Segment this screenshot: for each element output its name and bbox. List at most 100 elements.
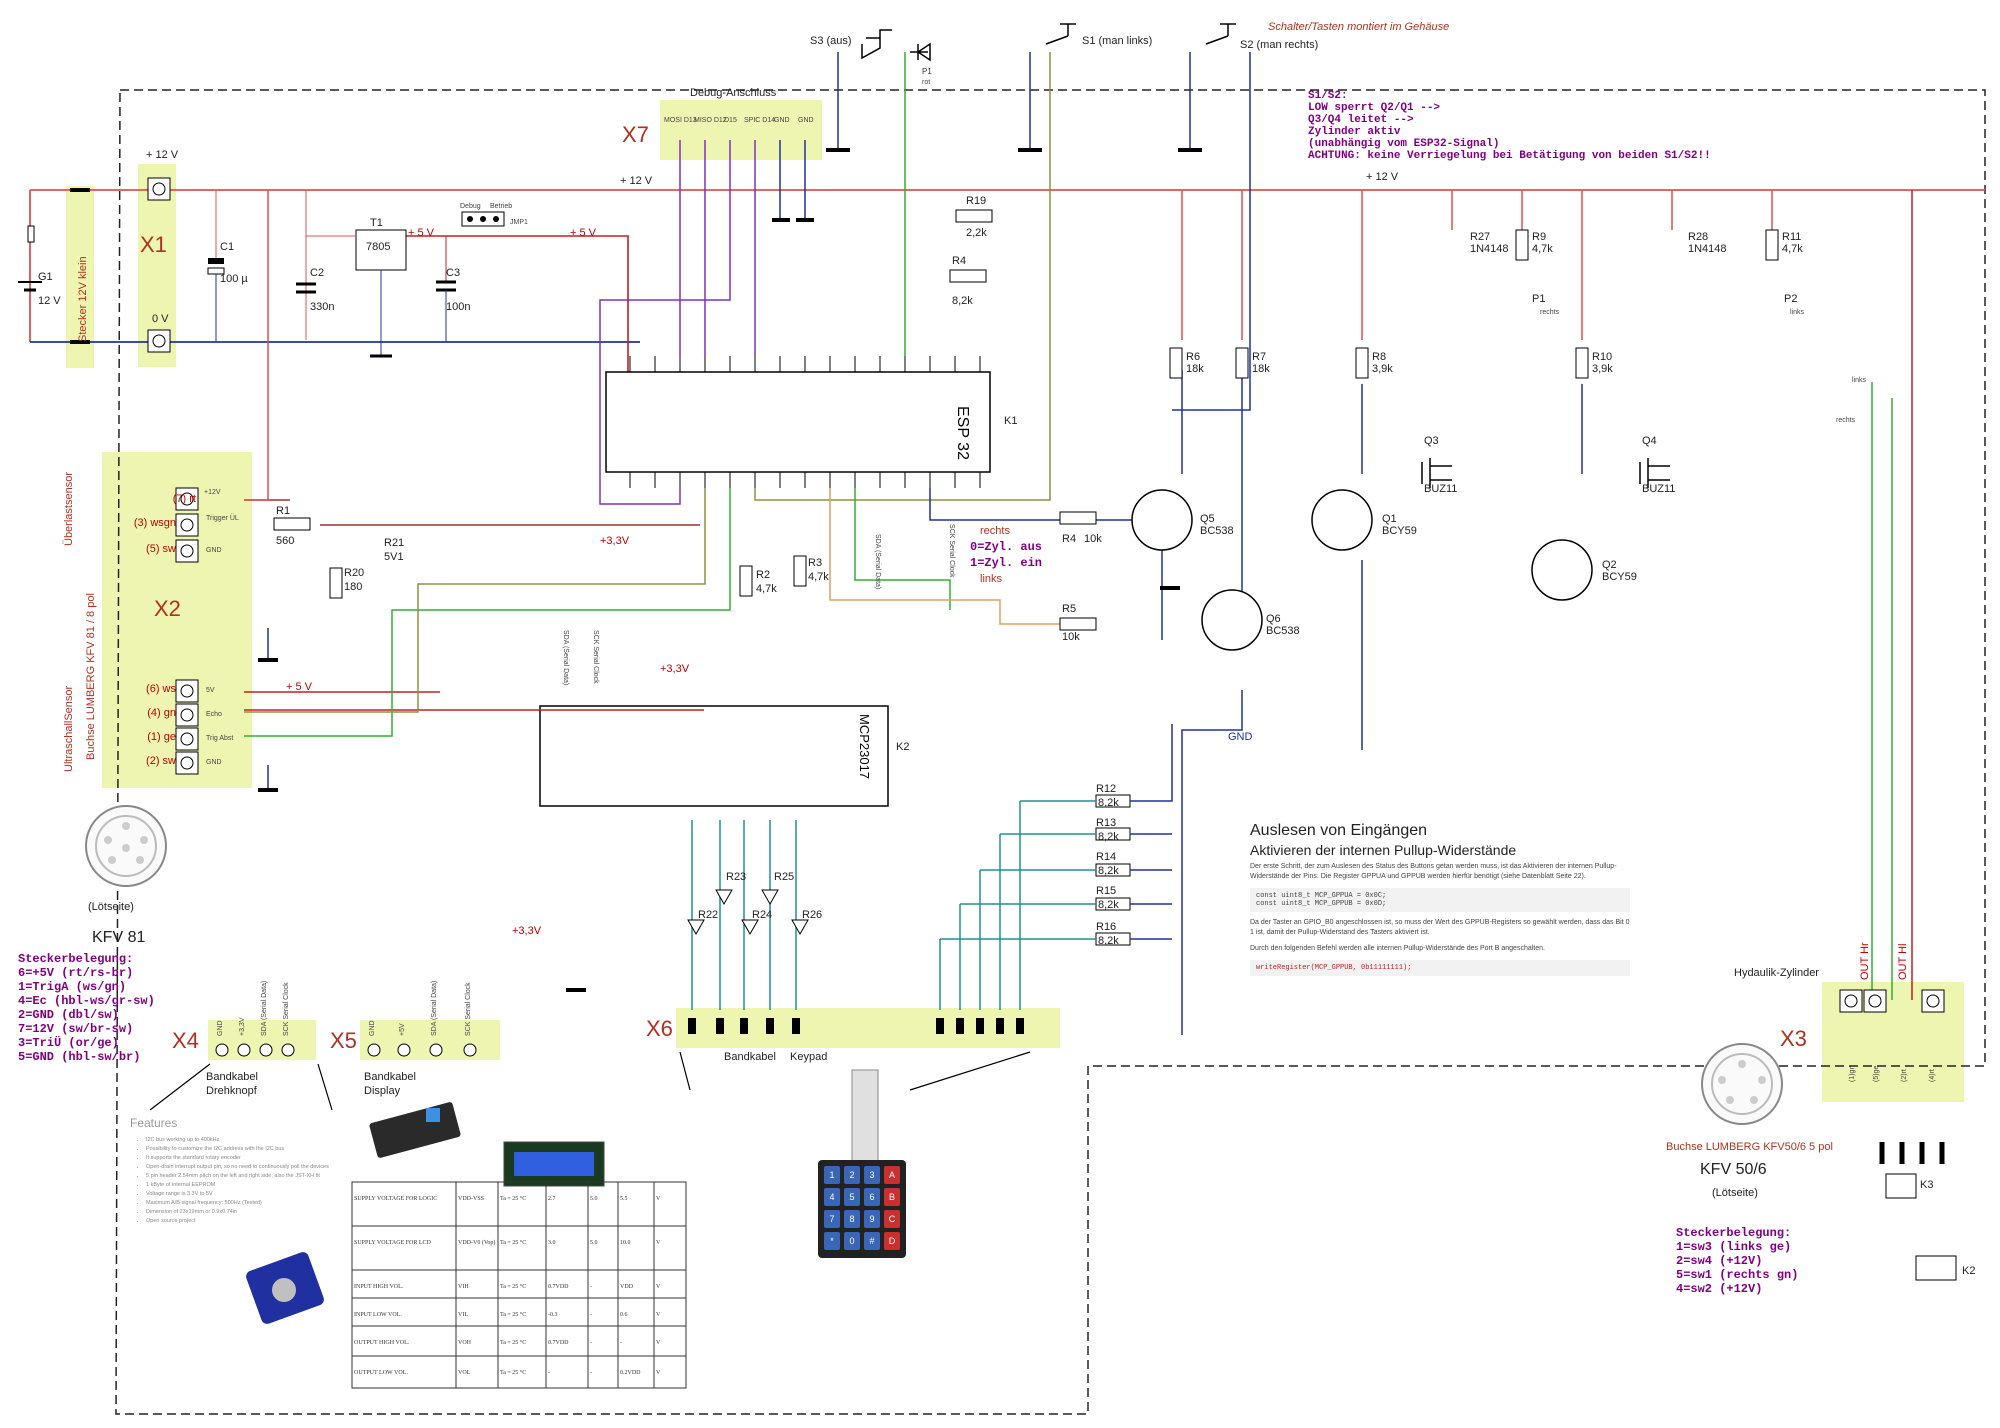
q5-value: BC538 [1200, 525, 1234, 537]
q1-ref: Q1 [1382, 513, 1397, 525]
r14-value: 8,2k [1098, 865, 1119, 877]
debug-pin-4: SPIC D14 [744, 117, 775, 124]
g1-value: 12 V [38, 295, 61, 307]
x7-highlight [660, 100, 822, 160]
x5-pin-sda: SDA (Serial Data) [431, 981, 438, 1036]
mosfets [1421, 458, 1670, 488]
x6-gpb-drops [939, 801, 1021, 1010]
g1-ref: G1 [38, 271, 53, 283]
kfv50-buchse: Buchse LUMBERG KFV50/6 5 pol [1666, 1141, 1833, 1153]
x2-pin-6-label: (6) ws [146, 683, 176, 695]
x1-terminals [70, 177, 171, 353]
lcd-cell: 10.0 [620, 1240, 631, 1246]
feature-item: Open-drain interrupt output pin, so no n… [146, 1163, 380, 1172]
p1-led-value: rechts [1540, 309, 1560, 316]
r28-value: 1N4148 [1688, 243, 1727, 255]
c1-ref: C1 [220, 241, 234, 253]
kfv81-pin-6: 3=TriÜ (or/ge) [18, 1034, 119, 1050]
lcd-display [503, 1141, 605, 1187]
out-rechts-tap: rechts [1836, 417, 1856, 424]
doc-code-line-1: const uint8_t MCP_GPPUA = 0x0C; [1256, 892, 1387, 900]
out-links-tap: links [1852, 377, 1867, 384]
c3-ref: C3 [446, 267, 460, 279]
keypad-key: 1 [824, 1166, 840, 1184]
lcd-cell: V [656, 1312, 661, 1318]
debug-pin-6: GND [798, 117, 814, 124]
x3-out-hr: OUT Hr [1859, 942, 1871, 980]
keypad-key: D [884, 1232, 900, 1250]
lcd-cell: Ta = 25 °C [500, 1240, 527, 1246]
kfv81-pin-1: 6=+5V (rt/rs-br) [18, 966, 133, 980]
diode-r22: R22 [698, 909, 718, 921]
r3-ref: R3 [808, 557, 822, 569]
x2-pin-2-net: GND [206, 759, 222, 766]
esp32-ref: K1 [1004, 415, 1017, 427]
feature-item: I2C bus working up to 400kHz [146, 1136, 380, 1145]
x5-label: X5 [330, 1028, 357, 1053]
lcd-cell: Ta = 25 °C [500, 1284, 527, 1290]
lcd-cell: - [590, 1284, 592, 1290]
jumper-ref: JMP1 [510, 219, 528, 226]
lcd-cell: 5.5 [620, 1196, 628, 1202]
net-x2-12v [244, 190, 269, 501]
power-stage-gnd [1181, 560, 1363, 1035]
c1-value: 100 µ [220, 273, 248, 285]
r12-value: 8,2k [1098, 797, 1119, 809]
ueberlast-label: Überlastsensor [63, 472, 75, 546]
x3-terminals [1839, 989, 1945, 1013]
kfv81-pin-7: 5=GND (hbl-sw/br) [18, 1050, 140, 1064]
r15-value: 8,2k [1098, 899, 1119, 911]
r4b-value: 10k [1084, 533, 1102, 545]
mcp-sda-tap: SDA (Serial Data) [562, 630, 569, 685]
lcd-cell: V [656, 1370, 661, 1376]
kfv81-pin-2: 1=TrigA (ws/gn) [18, 980, 126, 994]
lcd-cell: OUTPUT HIGH VOL. [354, 1340, 410, 1346]
doc-subheading: Aktivieren der internen Pullup-Widerstän… [1250, 842, 1517, 858]
jumper-debug: Debug [460, 203, 481, 210]
r27-value: 1N4148 [1470, 243, 1509, 255]
r19-value: 2,2k [966, 227, 987, 239]
lcd-cell: -0.3 [548, 1312, 558, 1318]
encoder-board [246, 1252, 324, 1324]
doc-paragraph-1: Der erste Schritt, der zum Auslesen des … [1250, 863, 1617, 880]
resistor-boxes [273, 209, 1779, 946]
keypad-key: 5 [844, 1188, 860, 1206]
x2-pin-5-net: GND [206, 547, 222, 554]
net-s2 [1172, 52, 1251, 411]
feature-item: Open source project [146, 1217, 380, 1226]
net-s1 [754, 52, 1051, 501]
keypad-key: 4 [824, 1188, 840, 1206]
doc-paragraph-2: Da der Taster an GPIO_B0 angeschlossen i… [1250, 919, 1630, 936]
r16-ref: R16 [1096, 921, 1116, 933]
keypad-key: A [884, 1166, 900, 1184]
lcd-spec-table [351, 1181, 687, 1389]
kfv81-pin-5: 7=12V (sw/br-sw) [18, 1022, 133, 1036]
t1-value: 7805 [366, 241, 390, 253]
r21-ref: R21 [384, 537, 404, 549]
r5-ref: R5 [1062, 603, 1076, 615]
lcd-cell: 0.7VDD [548, 1340, 569, 1346]
debug-title: Debug-Anschluss [690, 87, 777, 99]
x6-contacts [688, 1018, 1024, 1034]
r7-ref: R7 [1252, 351, 1266, 363]
esp-sck-tap: SCK Serial Clock [948, 524, 955, 578]
q2-ref: Q2 [1602, 559, 1617, 571]
p1-label: P1 [922, 67, 932, 76]
esp32-name: ESP 32 [954, 406, 971, 460]
r19-ref: R19 [966, 195, 986, 207]
q4-ref: Q4 [1642, 435, 1657, 447]
r2-value: 4,7k [756, 583, 777, 595]
x2-pin-6-net: 5V [206, 687, 215, 694]
c3-value: 100n [446, 301, 470, 313]
keypad-key: C [884, 1210, 900, 1228]
x1-12v-label: + 12 V [146, 149, 179, 161]
r4-ref: R4 [952, 255, 966, 267]
net-trig-abst [244, 488, 731, 737]
x2-pin-4-net: Echo [206, 711, 222, 718]
r11-value: 4,7k [1782, 243, 1803, 255]
diode-r23: R23 [726, 871, 746, 883]
r14-ref: R14 [1096, 851, 1116, 863]
